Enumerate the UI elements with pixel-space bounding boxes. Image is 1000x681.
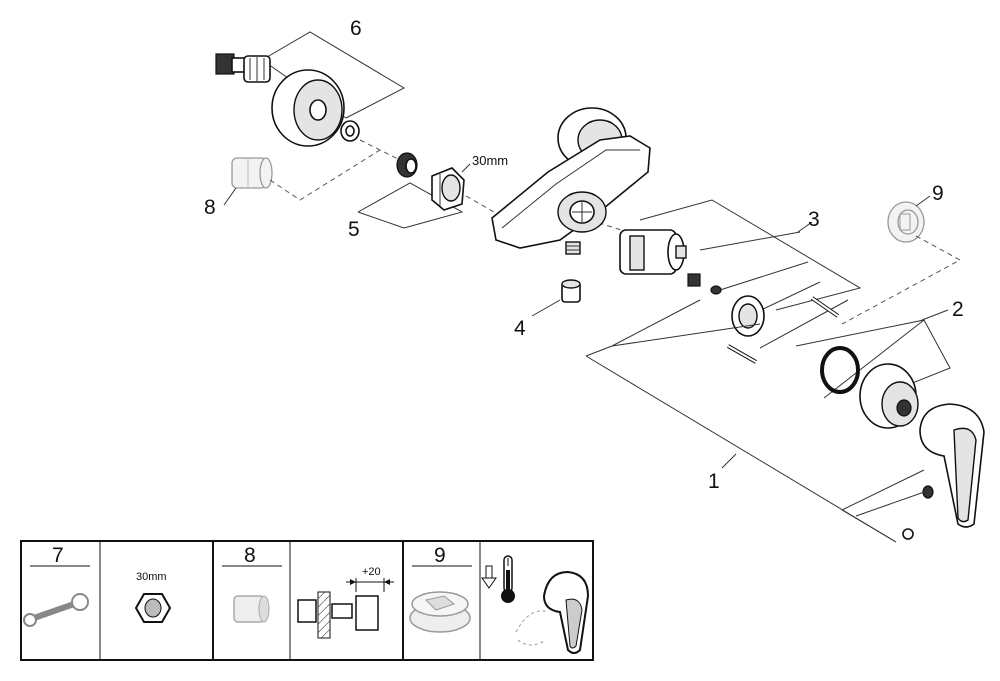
callout-9: 9 (932, 182, 944, 205)
seal-5 (396, 152, 418, 178)
extension-icon (233, 595, 270, 623)
eccentric-connector (215, 53, 271, 83)
extension-installation-icon (297, 578, 394, 639)
thermostatic-cartridge (619, 229, 687, 275)
lever-handle (902, 403, 985, 540)
part-6-group (215, 31, 406, 147)
legend-extension-label: +20 (362, 566, 381, 578)
screw-upper (810, 296, 840, 318)
nut-icon (134, 593, 172, 623)
mixer-body (491, 107, 651, 255)
handle-sleeve (859, 363, 919, 429)
wall-rosette-6 (271, 69, 345, 147)
callout-3: 3 (808, 208, 820, 231)
callout-2: 2 (952, 298, 964, 321)
retaining-ring (731, 295, 765, 337)
part-8-extension (231, 149, 381, 201)
legend-table: 7 30mm 8 (20, 540, 594, 661)
legend-number-7: 7 (52, 544, 64, 567)
callout-1-bracket (585, 299, 931, 543)
callout-4: 4 (514, 317, 526, 340)
lever-operation-icon (515, 570, 590, 654)
callout-6: 6 (350, 17, 362, 40)
legend-cell-7: 7 30mm (23, 544, 172, 627)
screw-lower (727, 344, 757, 364)
legend-nut-label: 30mm (136, 571, 167, 583)
legend-cell-9: 9 (409, 544, 590, 654)
part-3-group (619, 199, 862, 364)
legend-number-8: 8 (244, 544, 256, 567)
cap-icon (409, 591, 471, 633)
part-5-group (357, 152, 471, 229)
part-4-nipple (561, 279, 581, 303)
part-2-group (795, 319, 951, 429)
callout-1: 1 (708, 470, 720, 493)
arrow-down-icon (481, 565, 497, 589)
nut-5 (431, 167, 465, 211)
wrench-size-label: 30mm (472, 153, 508, 168)
callout-5: 5 (348, 218, 360, 241)
part-9-cap (841, 201, 962, 325)
legend-number-9: 9 (434, 544, 446, 567)
o-ring (820, 346, 860, 394)
thermometer-icon (501, 555, 515, 603)
callout-8: 8 (204, 196, 216, 219)
legend-cell-8: 8 +20 (222, 544, 394, 639)
wrench-icon (23, 593, 89, 627)
